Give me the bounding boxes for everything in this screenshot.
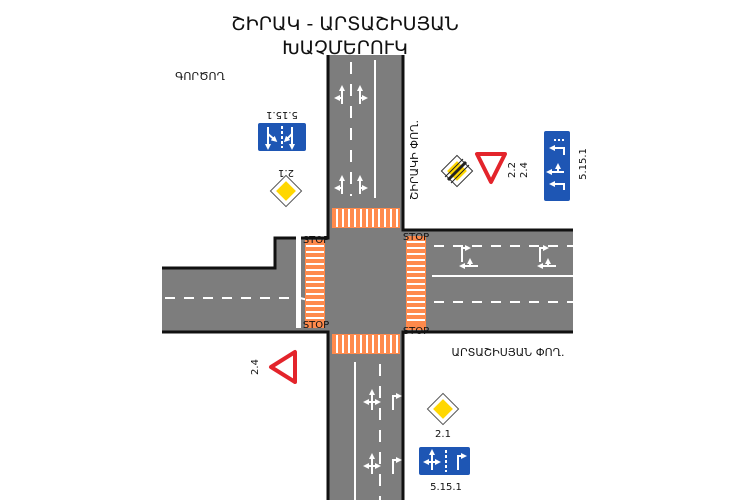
east-yield-code: 2.4: [519, 162, 530, 178]
title-line-2: ԽԱՉՄԵՐՈՒԿ: [282, 37, 408, 59]
street-label-horizontal: ԱՐՏԱՇԻՍՅԱՆ ՓՈՂ.: [452, 346, 565, 359]
curbs: [162, 55, 573, 500]
east-lane-sign: 5.15.1: [542, 129, 589, 203]
lane-arrow-north-4: [357, 175, 368, 194]
north-lane-sign-code: 5.15.1: [266, 109, 298, 120]
south-lane-sign: 5.15.1: [417, 445, 472, 493]
stop-text-east-bottom: STOP: [403, 326, 429, 337]
road-surface: [162, 55, 573, 500]
stop-text-east-top: STOP: [403, 232, 429, 243]
east-road: [403, 230, 573, 332]
stop-text-west-top: STOP: [303, 235, 329, 246]
lane-arrow-east-4: [537, 258, 556, 269]
curb-west-top: [162, 230, 330, 270]
east-end-main-code: 2.2: [507, 162, 518, 178]
give-way-icon: [475, 152, 507, 184]
curb-east-bottom: [401, 330, 573, 500]
lane-arrow-north-3: [334, 175, 345, 194]
south-lane-sign-code: 5.15.1: [430, 482, 462, 493]
title-line-1: ՇԻՐԱԿ - ԱՐՏԱՇԻՍՅԱՆ: [231, 13, 458, 35]
lane-arrow-south-2: [392, 393, 402, 410]
lane-arrow-east-3: [539, 245, 549, 262]
north-lane-sign: 5.15.1: [256, 109, 308, 153]
north-main-road-sign: 2.1: [269, 167, 303, 208]
east-end-main-road-sign: [440, 154, 474, 188]
north-main-road-code: 2.1: [278, 167, 294, 178]
lane-sign-icon-south: [417, 445, 472, 477]
west-yield-code: 2.4: [250, 359, 261, 375]
stop-line-west: [296, 236, 301, 328]
stop-text-west-bottom: STOP: [303, 320, 329, 331]
district-label: ԳՈՐԾՈՂ: [175, 70, 226, 83]
street-label-vertical: ՇԻՐԱԿԻ ՓՈՂ.: [408, 120, 421, 200]
lane-arrow-north-1: [334, 85, 345, 104]
north-road: [328, 55, 403, 230]
lane-arrow-south-4: [392, 457, 402, 474]
stop-lines: STOP STOP STOP STOP: [296, 232, 429, 337]
lane-arrow-east-1: [461, 245, 471, 262]
road-lane-arrows: [334, 85, 556, 474]
lane-arrow-north-2: [357, 85, 368, 104]
curb-north-east: [401, 55, 573, 232]
lane-arrow-east-2: [459, 258, 478, 269]
south-main-road-code: 2.1: [435, 429, 451, 440]
lane-markings: [165, 60, 573, 500]
south-road: [328, 332, 403, 500]
east-yield-sign: 2.2 2.4: [475, 152, 530, 184]
west-yield-sign: 2.4: [250, 350, 297, 384]
intersection-box: [328, 230, 403, 332]
south-main-road-sign: 2.1: [426, 392, 460, 440]
crosswalk-west: [305, 240, 325, 328]
east-lane-sign-code: 5.15.1: [578, 148, 589, 180]
lane-arrow-south-1: [363, 389, 381, 410]
give-way-icon-west: [269, 350, 297, 384]
crosswalks: [305, 208, 426, 354]
lane-arrow-south-3: [363, 453, 381, 474]
curb-south-west: [162, 330, 330, 500]
